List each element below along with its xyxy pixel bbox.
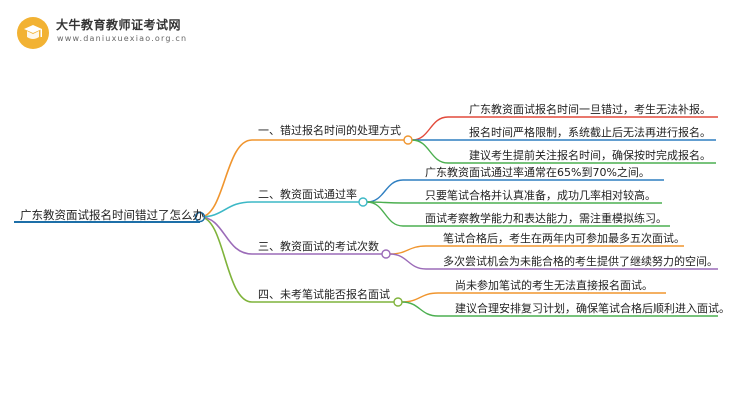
brand-logo-icon: [17, 17, 49, 49]
root-node: 广东教资面试报名时间错过了怎么办: [20, 208, 204, 222]
branch-1-label: 一、错过报名时间的处理方式: [258, 124, 401, 137]
branch-2-label: 二、教资面试通过率: [258, 188, 357, 201]
branch-2-leaf-3-curve: [366, 201, 404, 227]
brand-title: 大牛教育教师证考试网: [56, 18, 182, 32]
branch-2-leaf-3: 面试考察教学能力和表达能力，需注重模拟练习。: [425, 212, 667, 225]
branch-1-leaf-3-curve: [411, 139, 449, 164]
branch-2-leaf-2: 只要笔试合格并认真准备，成功几率相对较高。: [425, 189, 656, 202]
branch-3-leaf-1: 笔试合格后，考生在两年内可参加最多五次面试。: [443, 232, 685, 245]
branch-4-leaf-1-curve: [401, 292, 439, 303]
root-node-circle: [194, 211, 206, 223]
branch-2-leaf-1: 广东教资面试通过率通常在65%到70%之间。: [425, 166, 650, 179]
branch-3-leaf-1-curve: [389, 245, 427, 255]
brand-url: www.daniuxuexiao.org.cn: [57, 34, 188, 43]
branch-2-node: [358, 197, 368, 207]
branch-3-label: 三、教资面试的考试次数: [258, 240, 379, 253]
branch-3-curve: [199, 216, 253, 255]
branch-1-leaf-2: 报名时间严格限制，系统截止后无法再进行报名。: [469, 126, 711, 139]
branch-4-curve: [199, 216, 253, 303]
branch-3-node: [381, 249, 391, 259]
branch-4-leaf-1: 尚未参加笔试的考生无法直接报名面试。: [455, 279, 653, 292]
branch-2-curve: [199, 201, 253, 218]
branch-4-node: [393, 297, 403, 307]
branch-1-leaf-1-curve: [411, 116, 449, 141]
branch-1-leaf-1: 广东教资面试报名时间一旦错过，考生无法补报。: [469, 103, 711, 116]
branch-3-leaf-2: 多次尝试机会为未能合格的考生提供了继续努力的空间。: [443, 255, 718, 268]
branch-4-label: 四、未考笔试能否报名面试: [258, 288, 390, 301]
branch-4-leaf-2: 建议合理安排复习计划，确保笔试合格后顺利进入面试。: [455, 302, 730, 315]
branch-4-leaf-2-curve: [401, 301, 439, 317]
branch-3-leaf-2-curve: [389, 253, 427, 270]
branch-1-curve: [199, 139, 253, 218]
branch-1-leaf-3: 建议考生提前关注报名时间，确保按时完成报名。: [469, 149, 711, 162]
branch-2-leaf-1-curve: [366, 179, 404, 203]
branch-1-node: [403, 135, 413, 145]
